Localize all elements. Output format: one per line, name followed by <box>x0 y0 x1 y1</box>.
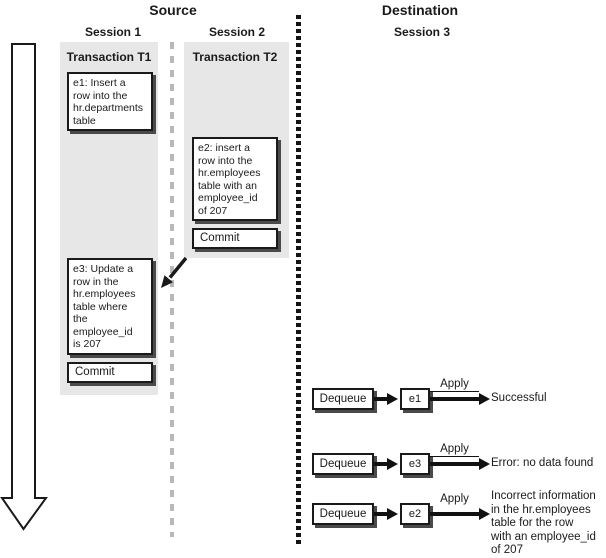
dequeue-box: Dequeue <box>312 388 374 410</box>
destination-row-e2: Dequeue e2 Apply Incorrect information i… <box>310 490 606 556</box>
apply-result-text: Incorrect information in the hr.employee… <box>491 490 596 556</box>
session1-label: Session 1 <box>84 25 142 39</box>
event-e3-chip: e3 <box>400 453 430 475</box>
transaction-t1-commit-box: Commit <box>67 362 153 383</box>
event-e3-box: e3: Update a row in the hr.employees tab… <box>67 258 153 355</box>
apply-label: Apply <box>430 378 479 392</box>
apply-result-text: Successful <box>491 392 547 404</box>
event-e1-chip: e1 <box>400 388 430 410</box>
time-axis-label: TIME <box>14 49 26 80</box>
event-e2-chip: e2 <box>400 503 430 525</box>
dequeue-arrow <box>374 397 388 401</box>
apply-arrow <box>430 397 480 401</box>
destination-heading: Destination <box>381 2 459 18</box>
apply-label: Apply <box>430 443 479 457</box>
source-destination-divider-line <box>296 15 301 546</box>
dequeue-arrowhead-icon <box>387 393 398 405</box>
dequeue-arrow <box>374 512 388 516</box>
session-divider-dashed-line <box>170 42 174 537</box>
destination-row-e3: Dequeue e3 Apply Error: no data found <box>310 443 606 475</box>
apply-label: Apply <box>440 493 469 505</box>
event-e1-box: e1: Insert a row into the hr.departments… <box>67 72 153 131</box>
source-heading: Source <box>149 2 197 18</box>
apply-arrowhead-icon <box>479 508 490 520</box>
session2-label: Session 2 <box>208 25 266 39</box>
event-e2-box: e2: insert a row into the hr.employees t… <box>192 137 278 221</box>
time-arrow <box>0 43 48 531</box>
transaction-t2-commit-box: Commit <box>192 228 278 249</box>
dequeue-arrow <box>374 462 388 466</box>
destination-row-e1: Dequeue e1 Apply Successful <box>310 378 606 410</box>
transaction-t2-title: Transaction T2 <box>192 50 278 64</box>
apply-result-text: Error: no data found <box>491 457 594 469</box>
session3-label: Session 3 <box>393 25 451 39</box>
apply-arrow <box>430 462 480 466</box>
apply-arrowhead-icon <box>479 393 490 405</box>
transaction-t1-title: Transaction T1 <box>66 50 152 64</box>
apply-arrowhead-icon <box>479 458 490 470</box>
apply-arrow <box>430 512 480 516</box>
dequeue-arrowhead-icon <box>387 458 398 470</box>
dequeue-arrowhead-icon <box>387 508 398 520</box>
dequeue-box: Dequeue <box>312 503 374 525</box>
dequeue-box: Dequeue <box>312 453 374 475</box>
